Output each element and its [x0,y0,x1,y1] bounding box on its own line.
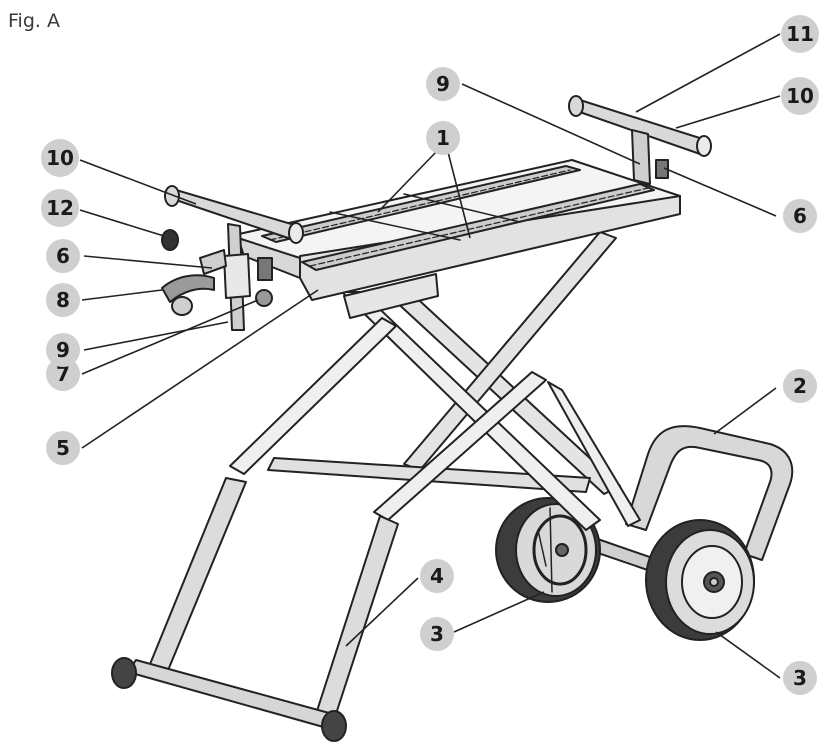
callout-8-label: 8 [56,288,70,312]
leader-c7 [81,299,259,375]
leader-c1b [447,151,471,239]
right-support-assembly [568,95,712,185]
callout-10b-label: 10 [786,84,814,108]
callout-3b-label: 3 [793,666,807,690]
front-wheel [645,519,755,641]
leader-c4 [345,577,419,647]
leader-c9b [461,83,641,165]
handle [625,425,794,561]
callout-1-label: 1 [436,126,450,150]
leader-c2 [713,387,777,435]
callout-3a-label: 3 [430,622,444,646]
leader-lines [79,33,781,679]
leader-c5 [81,289,319,449]
callout-10-right: 10 [781,77,819,115]
stand-drawing [111,95,794,742]
foot-cap-left [111,657,137,689]
callout-4-label: 4 [430,564,444,588]
leader-c9a [83,321,229,351]
callout-10-left: 10 [41,139,79,177]
callout-7-label: 7 [56,362,70,386]
callout-11-label: 11 [786,22,814,46]
callout-5: 5 [46,431,80,465]
leader-c10a [79,159,197,205]
figure-title: Fig. A [8,10,60,32]
callout-5-label: 5 [56,436,70,460]
callout-9-right: 9 [426,67,460,101]
callout-9a-label: 9 [56,338,70,362]
callouts: 1 2 3 3 4 5 6 6 [41,15,819,695]
rear-wheel [495,497,601,603]
callout-8: 8 [46,283,80,317]
foot-bar [127,659,341,731]
leader-c3a [453,591,545,633]
leader-c6a [83,255,213,269]
callout-2: 2 [783,369,817,403]
callout-6-right: 6 [783,199,817,233]
leader-c6b [663,167,777,217]
mount-bracket [343,273,439,319]
rear-lower-leg [145,477,247,681]
callout-4: 4 [420,559,454,593]
front-lower-leg [315,515,399,721]
callout-11: 11 [781,15,819,53]
callout-9b-label: 9 [436,72,450,96]
leader-c10b [675,95,781,129]
leader-c12 [79,209,165,237]
callout-1: 1 [426,121,460,155]
left-support-assembly [161,185,304,331]
callout-6-left: 6 [46,239,80,273]
callout-10a-label: 10 [46,146,74,170]
leader-c8 [81,289,163,301]
top-frame [229,159,681,301]
leader-c11 [635,33,781,113]
callout-7: 7 [46,357,80,391]
callout-12: 12 [41,189,79,227]
foot-cap-right [321,710,347,742]
callout-3-rear-wheel: 3 [420,617,454,651]
callout-2-label: 2 [793,374,807,398]
leader-c1 [377,149,439,213]
callout-6a-label: 6 [56,244,70,268]
callout-12-label: 12 [46,196,74,220]
callout-9-left: 9 [46,333,80,367]
callout-3-front-wheel: 3 [783,661,817,695]
leader-c3b [715,631,781,679]
callout-6b-label: 6 [793,204,807,228]
